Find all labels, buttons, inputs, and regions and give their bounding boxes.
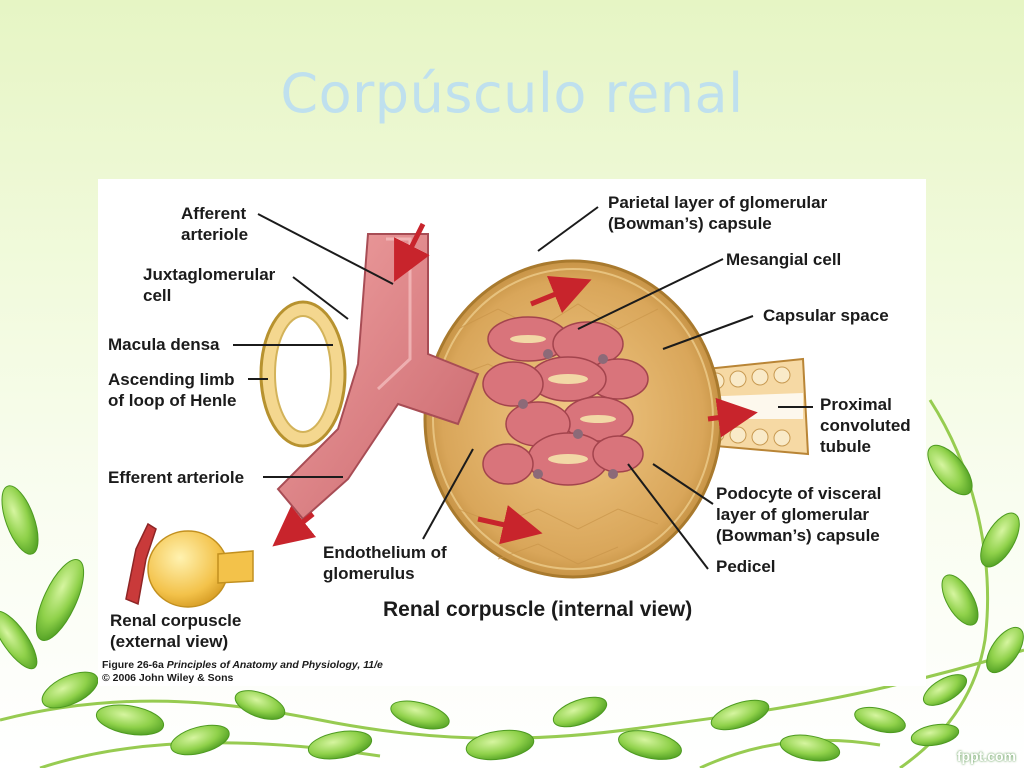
label-proximal-convoluted-tubule: Proximal convoluted tubule [820,395,911,456]
leaf-group [0,444,1024,762]
label-efferent-arteriole: Efferent arteriole [108,468,245,487]
label-capsular-space: Capsular space [763,306,889,325]
flow-arrows [272,222,758,547]
credit-copyright: © 2006 John Wiley & Sons [102,672,234,684]
renal-corpuscle-figure: Afferent arteriole Juxtaglomerular cell … [98,179,926,686]
label-endothelium-of-glomerulus: Endothelium of glomerulus [323,543,447,583]
renal-corpuscle-illustration [125,206,813,608]
label-afferent-arteriole: Afferent arteriole [181,204,249,244]
caption-internal-view: Renal corpuscle (internal view) [383,598,693,621]
label-parietal-layer: Parietal layer of glomerular (Bowman’s) … [608,193,828,233]
label-mesangial-cell: Mesangial cell [726,250,842,269]
label-pedicel: Pedicel [716,557,776,576]
label-ascending-limb: Ascending limb of loop of Henle [108,370,237,410]
credit-book-title: Principles of Anatomy and Physiology, 11… [166,659,383,671]
ascending-limb-loop-of-henle [259,300,347,448]
caption-external-view: Renal corpuscle (external view) [110,611,242,651]
watermark: fppt.com [956,748,1016,764]
renal-corpuscle-external-view-illustration [125,522,254,608]
label-macula-densa: Macula densa [108,335,220,354]
glomerulus [482,316,649,486]
leader-lines [233,206,813,570]
label-podocyte: Podocyte of visceral layer of glomerular… [716,484,882,545]
figure-credit: Figure 26-6a Principles of Anatomy and P… [102,659,383,685]
label-juxtaglomerular-cell: Juxtaglomerular cell [143,265,276,305]
slide-title: Corpúsculo renal [280,62,744,125]
credit-figure-number: Figure 26-6a [102,659,164,671]
